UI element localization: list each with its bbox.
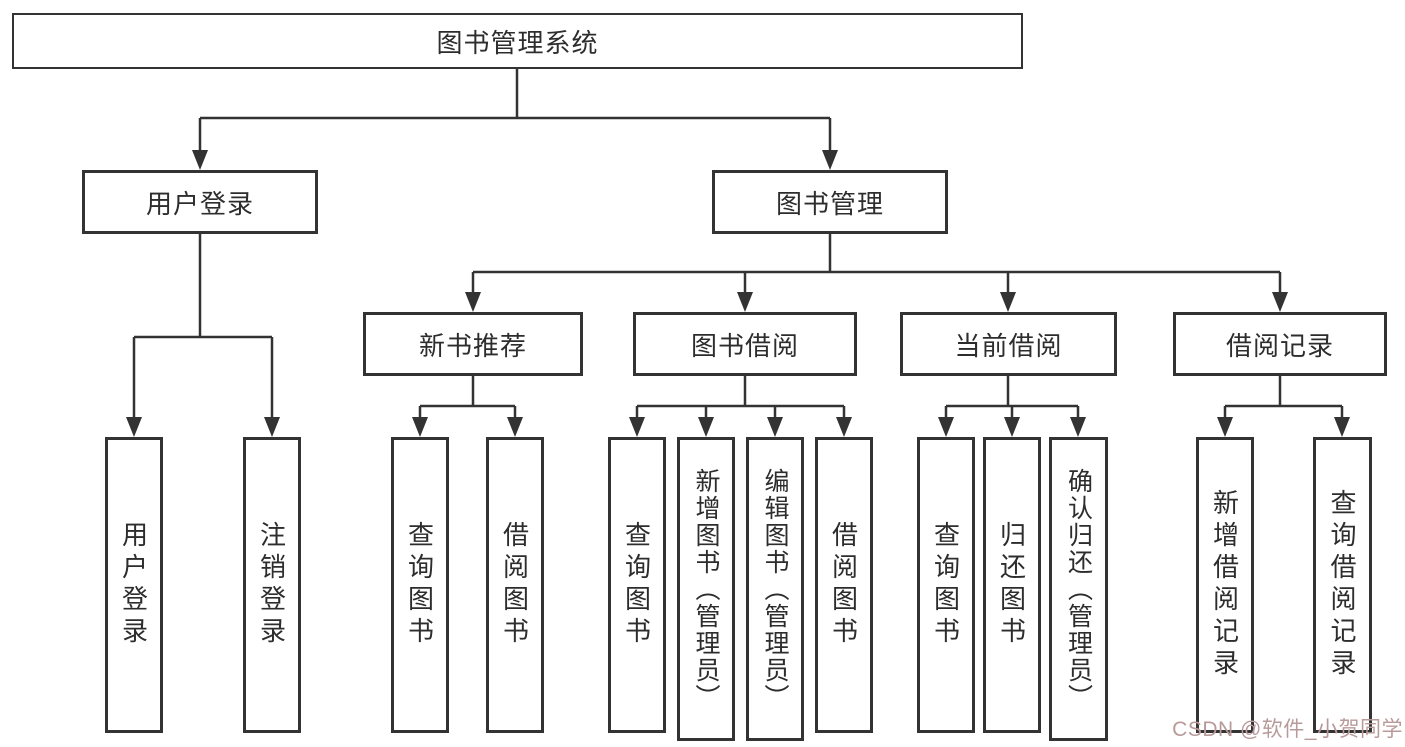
connector-new-book-recommend <box>418 376 517 420</box>
connector-borrowing-records <box>1223 376 1344 420</box>
arrowheads <box>126 150 1350 437</box>
connector-book-borrowing <box>635 376 846 420</box>
leaf-query-books-under-recommend: 查询图书 <box>391 437 449 733</box>
connector-book-management <box>471 234 1282 295</box>
node-book-borrowing: 图书借阅 <box>633 312 857 376</box>
connector-root <box>198 68 832 153</box>
node-user-login: 用户登录 <box>82 170 318 234</box>
csdn-watermark: CSDN @软件_小贺同学 <box>1172 718 1403 741</box>
leaf-add-books-admin: 新增图书（管理员） <box>677 437 735 741</box>
leaf-confirm-return-admin: 确认归还（管理员） <box>1049 437 1108 741</box>
node-new-book-recommend: 新书推荐 <box>363 312 583 376</box>
leaf-edit-books-admin: 编辑图书（管理员） <box>746 437 804 741</box>
connector-current-borrowing <box>944 376 1080 420</box>
leaf-add-borrow-record: 新增借阅记录 <box>1196 437 1254 733</box>
node-book-management: 图书管理 <box>712 170 948 234</box>
leaf-borrow-books-under-recommend: 借阅图书 <box>486 437 544 733</box>
node-borrowing-records: 借阅记录 <box>1173 312 1387 376</box>
leaf-query-books-under-current: 查询图书 <box>917 437 975 733</box>
node-library-management-system: 图书管理系统 <box>12 13 1023 69</box>
leaf-logout: 注销登录 <box>243 437 301 733</box>
leaf-query-borrow-record: 查询借阅记录 <box>1313 437 1372 733</box>
leaf-return-books: 归还图书 <box>983 437 1041 733</box>
leaf-borrow-books-under-borrowing: 借阅图书 <box>815 437 873 733</box>
node-current-borrowing: 当前借阅 <box>900 312 1117 376</box>
leaf-query-books-under-borrowing: 查询图书 <box>608 437 666 733</box>
connector-user-login <box>132 234 274 420</box>
leaf-user-login: 用户登录 <box>105 437 163 733</box>
